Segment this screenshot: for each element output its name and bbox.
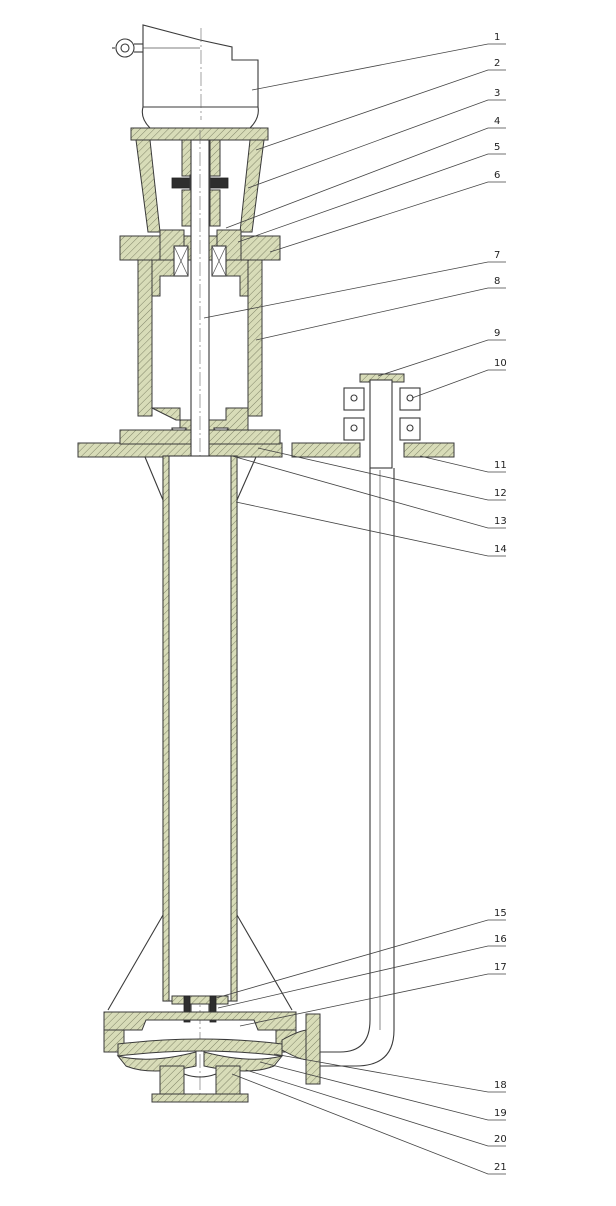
part-number-label: 7	[494, 250, 500, 261]
discharge-pipe	[320, 373, 421, 1067]
part-number-label: 16	[494, 934, 507, 945]
part-number-label: 9	[494, 328, 500, 339]
part-number-label: 18	[494, 1080, 507, 1091]
part-number-label: 2	[494, 58, 500, 69]
part-number-label: 10	[494, 358, 507, 369]
part-number-label: 19	[494, 1108, 507, 1119]
part-number-label: 8	[494, 276, 500, 287]
part-number-label: 4	[494, 116, 500, 127]
motor	[112, 24, 259, 129]
part-number-label: 1	[494, 32, 500, 43]
callouts: 1 2 3 4 5 6 7 8 9 10 11 12 13	[203, 32, 507, 1175]
part-number-label: 6	[494, 170, 500, 181]
pump-casing	[103, 995, 297, 1103]
discharge-flange	[281, 1013, 321, 1085]
part-number-label: 11	[494, 460, 507, 471]
upper-bearing-icon	[173, 245, 227, 277]
part-number-label: 13	[494, 516, 507, 527]
part-number-label: 21	[494, 1162, 507, 1173]
base-plate	[77, 429, 455, 458]
part-number-label: 5	[494, 142, 500, 153]
part-number-label: 15	[494, 908, 507, 919]
part-number-label: 20	[494, 1134, 507, 1145]
column-pipe	[107, 455, 293, 1011]
part-number-label: 12	[494, 488, 507, 499]
part-number-label: 14	[494, 544, 507, 555]
bearing-housing	[137, 245, 263, 451]
part-number-label: 3	[494, 88, 500, 99]
part-number-label: 17	[494, 962, 507, 973]
bolt-block-icon	[343, 387, 421, 441]
lifting-eye-icon	[112, 38, 143, 58]
